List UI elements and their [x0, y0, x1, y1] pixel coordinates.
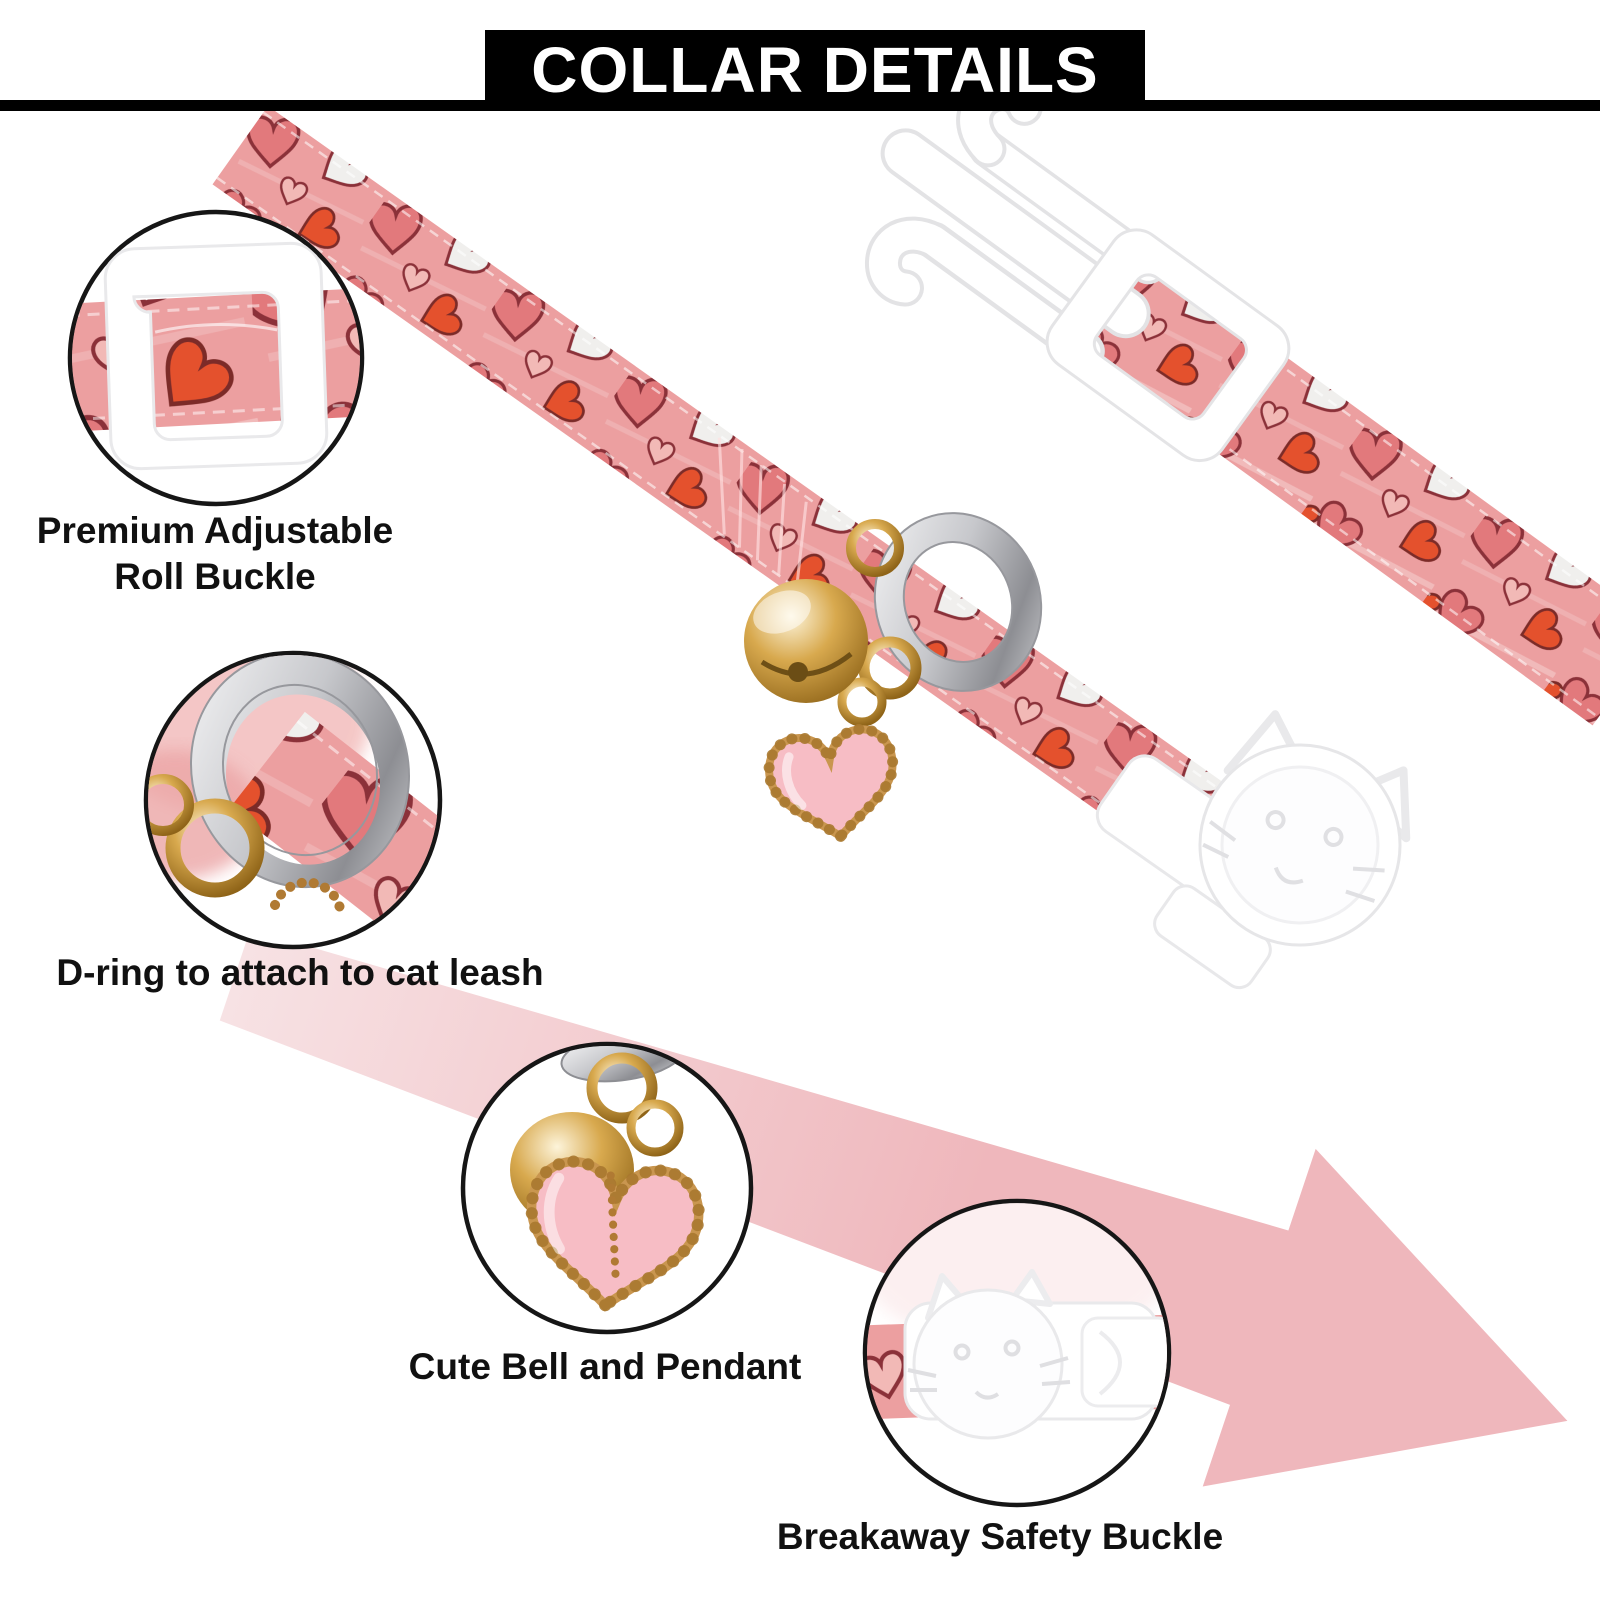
label-roll-buckle: Premium Adjustable Roll Buckle [10, 508, 420, 600]
cat-face-closeup [907, 1269, 1071, 1440]
gold-ring-closeup [165, 798, 265, 898]
gold-ring-bell [846, 519, 904, 577]
cat-face-features [1202, 810, 1385, 903]
callout-circle-roll-buckle [67, 209, 365, 507]
breakaway-buckle-prong [864, 74, 1291, 463]
heart-pendant [763, 723, 899, 844]
page-title: COLLAR DETAILS [531, 34, 1099, 106]
roll-buckle-closeup [103, 241, 329, 471]
collar-strap-main [212, 106, 1256, 884]
gold-ring-bail [837, 677, 887, 727]
label-d-ring: D-ring to attach to cat leash [56, 952, 544, 993]
bell [744, 579, 868, 703]
title-banner: COLLAR DETAILS [485, 30, 1145, 110]
d-ring [873, 512, 1043, 692]
pink-arrow [219, 929, 1568, 1487]
pendant-closeup [525, 1155, 705, 1314]
label-safety-buckle: Breakaway Safety Buckle [776, 1516, 1224, 1557]
callout-circle-d-ring [143, 650, 443, 950]
cat-face-buckle [1095, 710, 1411, 990]
label-roll-buckle-line1: Premium Adjustable [36, 510, 394, 551]
fray-stitches [717, 437, 808, 589]
label-bell-pendant: Cute Bell and Pendant [408, 1346, 802, 1387]
callout-circle-bell-pendant [460, 1041, 754, 1335]
gold-ring-link [858, 636, 922, 700]
label-roll-buckle-line2: Roll Buckle [114, 556, 316, 597]
